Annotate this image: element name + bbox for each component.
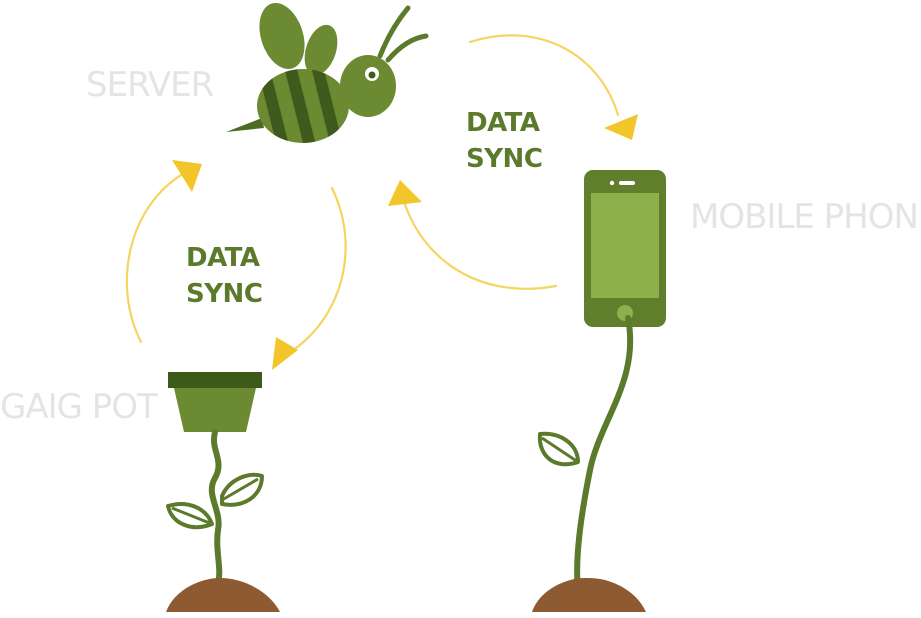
data-sync-right-line2: SYNC <box>466 144 543 174</box>
arrow-phone-to-server-line <box>400 193 558 290</box>
mobile-phone-label: MOBILE PHONE <box>690 197 921 237</box>
server-label: SERVER <box>86 65 214 105</box>
arrow-server-to-phone-line <box>468 34 620 117</box>
arrow-head-down-right <box>604 114 638 140</box>
gaig-pot-label: GAIG POT <box>0 387 158 427</box>
arrow-pot-to-server-line <box>125 170 188 344</box>
data-sync-right-line1: DATA <box>466 108 540 138</box>
data-sync-right-label: DATA SYNC <box>466 105 543 177</box>
sync-arrows <box>125 34 620 354</box>
data-sync-left-label: DATA SYNC <box>186 240 263 312</box>
arrow-heads <box>172 114 638 370</box>
bee-icon <box>226 3 429 143</box>
arrow-head-down-left <box>272 337 298 370</box>
phone-plant-icon <box>532 315 646 612</box>
data-sync-left-line2: SYNC <box>186 279 263 309</box>
plant-pot-icon <box>166 372 280 612</box>
phone-icon <box>584 170 666 327</box>
arrow-server-to-pot-line <box>288 186 347 354</box>
arrow-head-up-right <box>388 180 422 206</box>
data-sync-left-line1: DATA <box>186 243 260 273</box>
arrow-head-up-left <box>172 160 202 192</box>
